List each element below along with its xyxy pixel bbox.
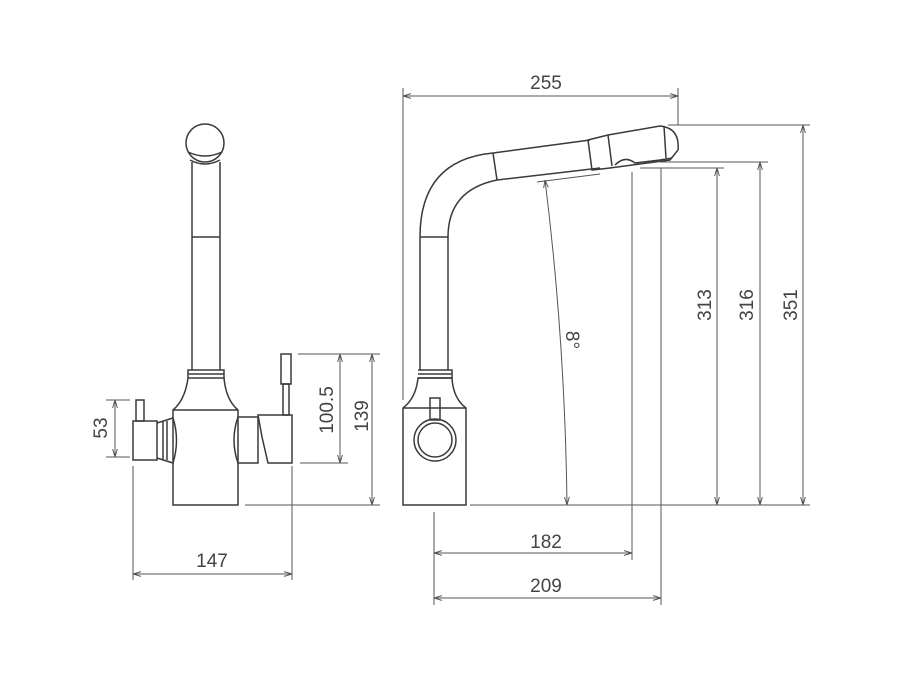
dimension-209: 209 bbox=[434, 168, 662, 605]
spout-head bbox=[185, 123, 225, 165]
dimension-53: 53 bbox=[91, 399, 130, 458]
dim-313-label: 313 bbox=[695, 289, 716, 321]
spray-head bbox=[587, 125, 679, 171]
dim-209-label: 209 bbox=[530, 576, 562, 597]
handle bbox=[413, 397, 457, 462]
dim-316-label: 316 bbox=[737, 289, 758, 321]
dimension-255: 255 bbox=[402, 73, 679, 400]
dim-angle-label: 8° bbox=[561, 331, 582, 349]
dim-147-label: 147 bbox=[196, 551, 228, 572]
left-handle bbox=[132, 399, 178, 464]
dimension-angle-8: 8° bbox=[536, 173, 601, 505]
collar bbox=[418, 369, 453, 379]
collar bbox=[187, 369, 225, 379]
dimension-182: 182 bbox=[433, 172, 633, 605]
body bbox=[172, 377, 239, 506]
dimension-139: 139 bbox=[245, 354, 380, 506]
dimension-313: 313 bbox=[640, 167, 724, 505]
dim-139-label: 139 bbox=[352, 400, 373, 432]
dim-182-label: 182 bbox=[530, 532, 562, 553]
dim-351-label: 351 bbox=[781, 289, 802, 321]
dimension-100-5: 100.5 bbox=[298, 353, 380, 464]
body bbox=[402, 377, 467, 506]
right-handle bbox=[233, 353, 293, 464]
dimension-351: 351 bbox=[668, 124, 810, 505]
spout bbox=[419, 139, 601, 370]
front-view-faucet bbox=[402, 125, 679, 506]
dimension-316: 316 bbox=[660, 161, 768, 505]
side-view-faucet bbox=[132, 123, 293, 506]
dim-255-label: 255 bbox=[530, 73, 562, 94]
dim-53-label: 53 bbox=[91, 417, 112, 438]
spout-stem bbox=[191, 162, 221, 370]
dim-100-5-label: 100.5 bbox=[317, 386, 338, 434]
dimension-147: 147 bbox=[132, 466, 293, 580]
